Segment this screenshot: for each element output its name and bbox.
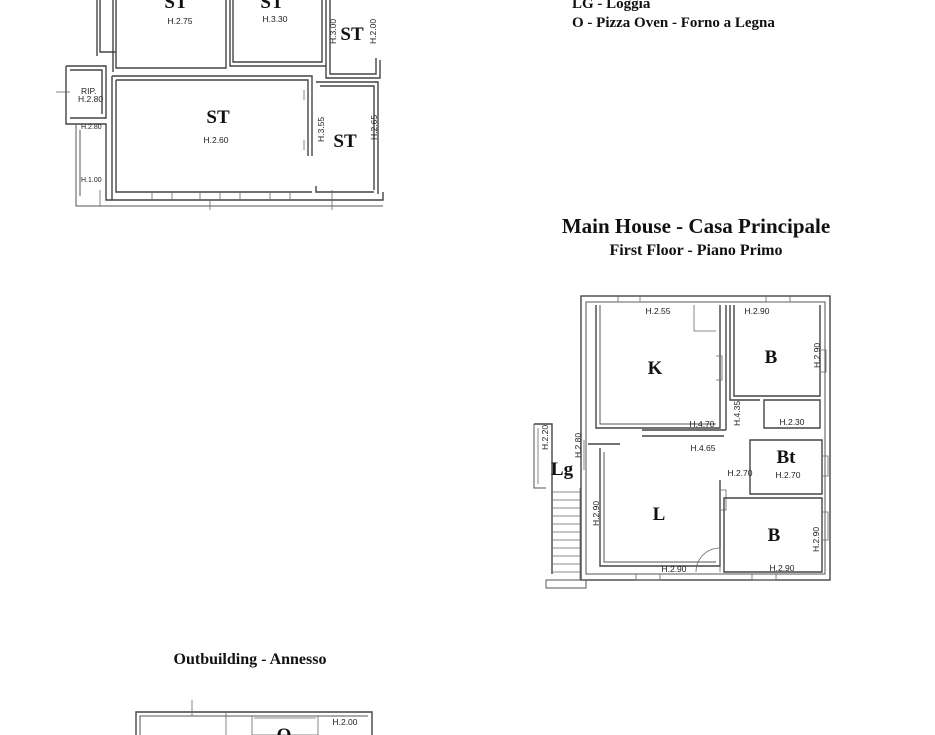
room-label-st1: ST — [164, 0, 188, 13]
height-label-hall: H.4.65 — [690, 443, 715, 453]
room-label-bedroom-2: B — [768, 525, 781, 546]
height-label-side-a: H.2.80 — [81, 124, 102, 131]
height-label-st-main: H.2.60 — [203, 135, 228, 145]
room-label-bedroom-1: B — [765, 347, 778, 368]
height-label-st5-a: H.3.55 — [316, 117, 326, 142]
legend: LG - Loggia O - Pizza Oven - Forno a Leg… — [572, 0, 775, 31]
height-label-side-b: H.1.00 — [81, 177, 102, 184]
main-house-plan: K B Bt Lg L B H.2.55 H.2.90 H.2.90 H.4.3… — [533, 295, 831, 589]
height-label-outbuilding: H.2.00 — [332, 717, 357, 727]
height-label-rip: H.2.80 — [78, 94, 103, 104]
height-label-loggia-a: H.2.20 — [540, 425, 550, 450]
height-label-kitchen-bottom: H.4.70 — [689, 419, 714, 429]
height-label-landing: H.2.70 — [727, 468, 752, 478]
room-label-outbuilding: O — [277, 725, 292, 735]
room-label-kitchen: K — [648, 358, 663, 379]
ground-floor-plan: ST H.2.75 ST H.3.30 ST H.3.00 H.2.00 ST … — [56, 0, 384, 210]
height-label-closet: H.2.30 — [779, 417, 804, 427]
room-label-loggia: Lg — [551, 459, 574, 480]
height-label-st3-b: H.2.00 — [368, 19, 378, 44]
height-label-bedroom-2-bottom: H.2.90 — [769, 563, 794, 573]
height-label-living-bottom: H.2.90 — [661, 564, 686, 574]
room-label-st3: ST — [340, 24, 364, 45]
height-label-bedroom-2-side: H.2.90 — [811, 527, 821, 552]
outbuilding-title: Outbuilding - Annesso — [174, 651, 327, 668]
main-house-title: Main House - Casa Principale — [562, 214, 830, 238]
room-label-st5: ST — [333, 131, 357, 152]
room-label-st2: ST — [260, 0, 284, 13]
room-label-rip: RIP. — [81, 86, 96, 96]
room-label-living: L — [653, 504, 666, 525]
height-label-st2: H.3.30 — [262, 14, 287, 24]
legend-loggia: LG - Loggia — [572, 0, 651, 12]
height-label-bedroom-1-top: H.2.90 — [744, 306, 769, 316]
height-label-st5-b: H.2.65 — [369, 115, 379, 140]
height-label-corridor: H.4.35 — [732, 401, 742, 426]
legend-pizza-oven: O - Pizza Oven - Forno a Legna — [572, 15, 775, 31]
height-label-loggia-b: H.2.80 — [573, 433, 583, 458]
height-label-living-side: H.2.90 — [591, 501, 601, 526]
height-label-kitchen-top: H.2.55 — [645, 306, 670, 316]
height-label-st3-a: H.3.00 — [328, 19, 338, 44]
height-label-st1: H.2.75 — [167, 16, 192, 26]
main-house-subtitle: First Floor - Piano Primo — [610, 242, 783, 259]
room-label-st-main: ST — [206, 107, 230, 128]
room-label-bath: Bt — [777, 447, 797, 468]
height-label-bedroom-1-side: H.2.90 — [812, 343, 822, 368]
height-label-bath: H.2.70 — [775, 470, 800, 480]
outbuilding-plan: O H.2.00 — [135, 700, 373, 735]
